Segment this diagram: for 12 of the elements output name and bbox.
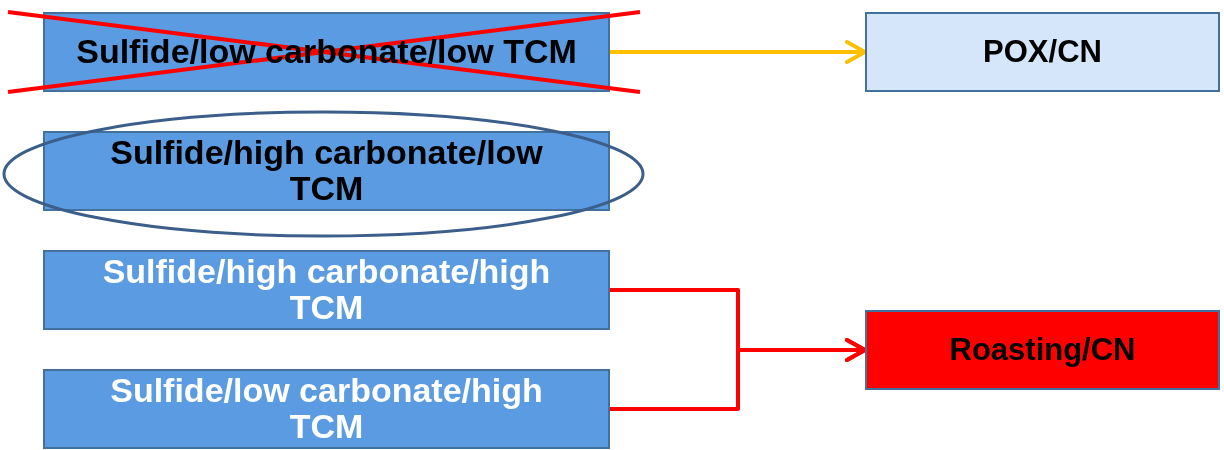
arrow — [610, 40, 867, 64]
box-label: Sulfide/low carbonate/high TCM — [109, 373, 544, 445]
box-label: Roasting/CN — [949, 333, 1136, 367]
box-label: Sulfide/high carbonate/low TCM — [109, 135, 544, 207]
process-box — [865, 12, 1220, 92]
process-box — [43, 250, 610, 330]
process-box — [865, 310, 1220, 390]
box-label: Sulfide/high carbonate/high TCM — [101, 254, 552, 326]
box-label: POX/CN — [983, 35, 1102, 69]
arrow — [610, 338, 867, 411]
process-box — [43, 369, 610, 449]
process-box — [43, 131, 610, 211]
